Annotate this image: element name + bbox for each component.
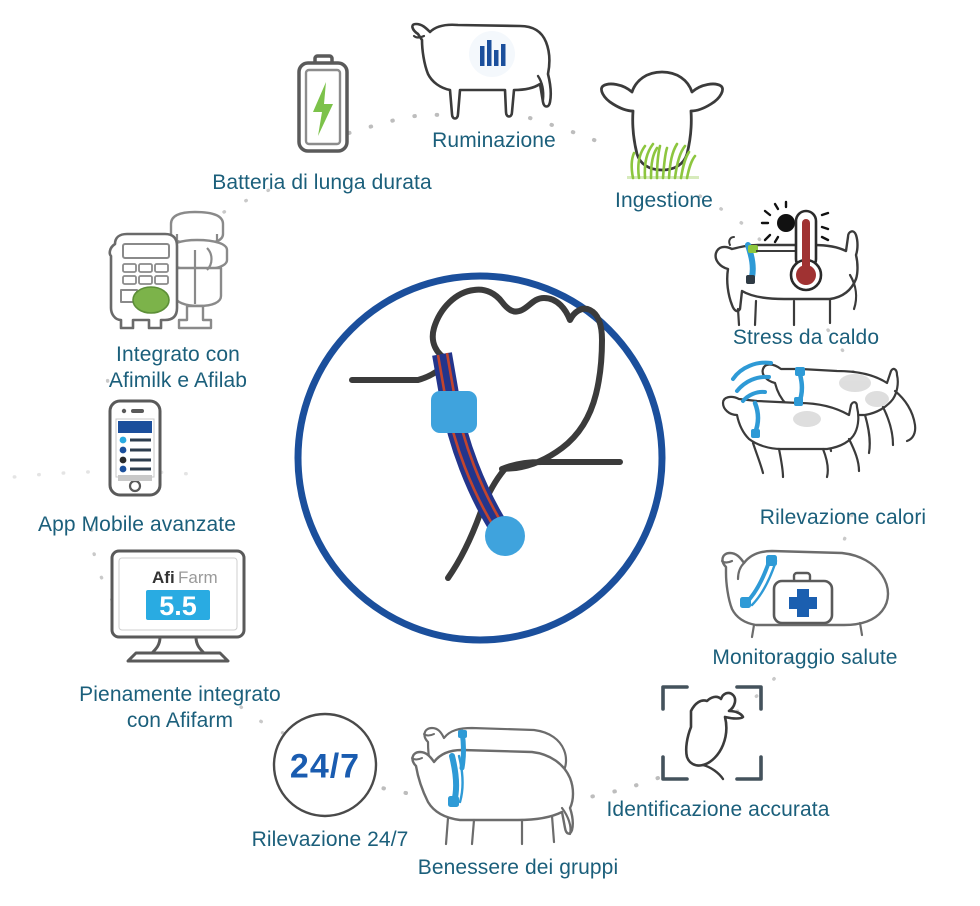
group-welfare-node[interactable] <box>400 720 580 850</box>
cow-head-scan-frame-icon <box>661 685 763 781</box>
center-ring <box>294 272 666 644</box>
circle-247-icon <box>272 712 378 818</box>
label-rumination: Ruminazione <box>432 129 556 152</box>
ingestion-node[interactable] <box>597 66 727 186</box>
label-identification: Identificazione accurata <box>606 798 830 821</box>
heat-detection-node[interactable] <box>715 345 925 485</box>
scan-frame <box>661 685 763 781</box>
label-detection-247: Rilevazione 24/7 <box>251 828 409 851</box>
thermometer-icon <box>789 209 823 292</box>
label-mobile-app: App Mobile avanzate <box>37 513 237 536</box>
battery-charge-icon <box>297 54 349 153</box>
two-cows-collar-icon <box>411 726 575 846</box>
smartphone-app-icon <box>108 399 162 497</box>
wifi-signal-icon <box>731 360 773 403</box>
mobile-app-node[interactable] <box>105 399 165 497</box>
label-ingestion: Ingestione <box>615 189 713 212</box>
sun-icon <box>760 200 830 244</box>
label-health: Monitoraggio salute <box>712 646 898 669</box>
cow-first-aid-kit-icon <box>720 549 890 639</box>
center-emblem-svg <box>294 272 666 644</box>
cow-head-grass-icon <box>600 70 724 180</box>
cow-rumination-chart-icon <box>411 22 553 120</box>
center-emblem <box>290 268 670 648</box>
grass-tufts <box>630 142 697 180</box>
detection-247-node[interactable]: 24/7 <box>271 711 379 819</box>
collar-sensor-box <box>431 391 477 433</box>
health-node[interactable] <box>710 537 900 643</box>
label-heat-stress: Stress da caldo <box>732 326 880 349</box>
cow-thermometer-sun-icon <box>714 200 859 327</box>
first-aid-kit-icon <box>772 571 834 625</box>
label-group-welfare: Benessere dei gruppi <box>417 856 619 879</box>
milk-meter-device-icon <box>108 210 229 330</box>
label-afifarm: Pienamente integrato con Afifarm <box>79 683 281 732</box>
badge-247-text: 24/7 <box>289 747 361 786</box>
collar-counterweight <box>485 516 525 556</box>
label-heat-detection: Rilevazione calori <box>759 506 927 529</box>
battery-node[interactable] <box>293 54 353 156</box>
afifarm-brand-light: Farm <box>178 568 218 587</box>
label-afimilk-afilab: Integrato con Afimilk e Afilab <box>108 343 248 392</box>
label-battery: Batteria di lunga durata <box>212 171 432 194</box>
afifarm-node[interactable]: Afi Farm 5.5 <box>108 547 248 663</box>
desktop-monitor-afifarm-icon: Afi Farm 5.5 <box>110 549 246 663</box>
identification-node[interactable] <box>657 679 767 787</box>
afimilk-afilab-node[interactable] <box>99 208 249 348</box>
rumination-node[interactable] <box>400 16 560 128</box>
cow-head-outline <box>349 286 623 472</box>
afifarm-version: 5.5 <box>159 591 197 621</box>
heat-stress-node[interactable] <box>698 200 878 335</box>
afifarm-brand-bold: Afi <box>152 568 175 587</box>
cows-mounting-signal-icon <box>721 360 917 479</box>
